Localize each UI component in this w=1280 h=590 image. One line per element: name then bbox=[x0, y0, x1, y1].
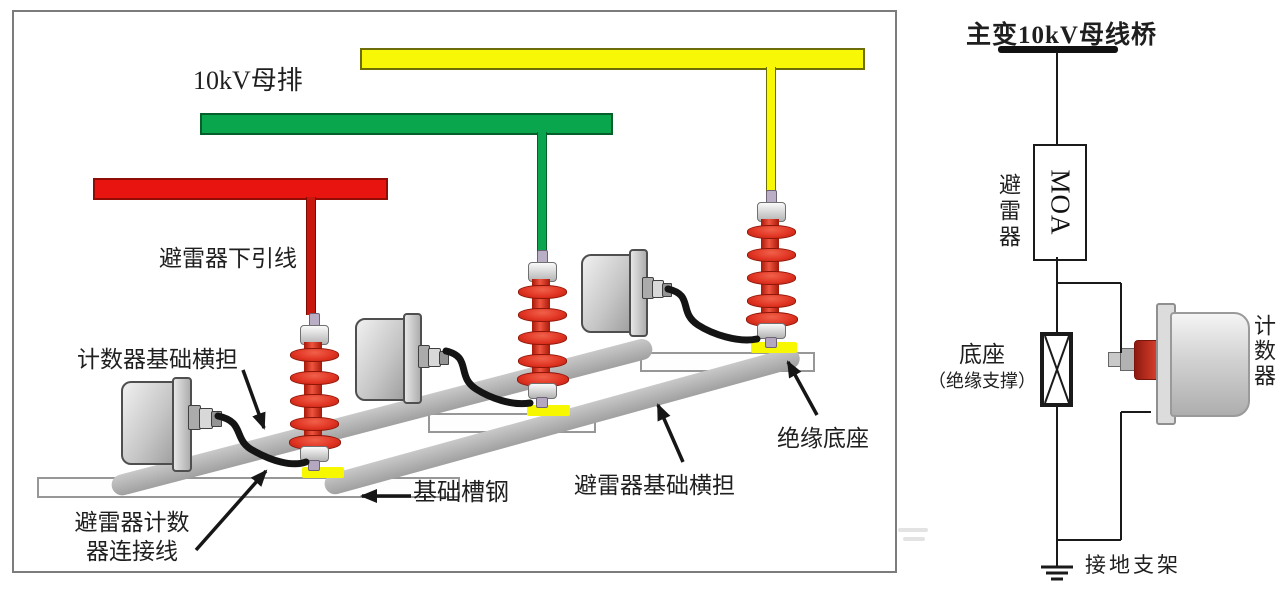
counter-drum bbox=[121, 381, 181, 465]
busbar-label: 10kV母排 bbox=[193, 66, 303, 95]
counter-cable-tip bbox=[439, 351, 449, 365]
insulating-support-x2 bbox=[1044, 335, 1070, 404]
discharge-counter-1 bbox=[119, 376, 224, 472]
watermark-mark bbox=[898, 528, 928, 532]
schematic-counter-device bbox=[1106, 300, 1256, 425]
moa-label: MOA bbox=[1045, 169, 1076, 236]
base-label-line1: 底座 bbox=[959, 342, 1005, 367]
counter-body bbox=[1170, 312, 1250, 417]
counter-wire-label-line1: 避雷器计数 bbox=[74, 510, 190, 535]
schematic-arrester-label: 避雷器 bbox=[996, 173, 1021, 251]
counter-wire-label-line2: 器连接线 bbox=[86, 539, 178, 564]
base-label-line2: （绝缘支撑） bbox=[928, 371, 1036, 391]
down-lead-green bbox=[537, 132, 547, 252]
counter-wire-label: 避雷器计数 器连接线 bbox=[62, 508, 202, 566]
counter-drum bbox=[355, 318, 411, 401]
busbar-green-phase bbox=[200, 113, 613, 135]
insulating-support-symbol bbox=[1040, 332, 1073, 407]
insulating-base-pad-1 bbox=[302, 467, 344, 478]
channel-steel-label: 基础槽钢 bbox=[413, 480, 509, 506]
insulating-base-label: 绝缘底座 bbox=[777, 426, 869, 451]
discharge-counter-2 bbox=[353, 312, 453, 404]
down-lead-label: 避雷器下引线 bbox=[159, 246, 297, 271]
channel-steel-segment-left bbox=[37, 477, 460, 498]
schematic-title: 主变10kV母线桥 bbox=[966, 22, 1157, 49]
schematic-busbar-bar bbox=[998, 46, 1118, 53]
counter-cable-tip bbox=[662, 283, 672, 297]
busbar-red-phase bbox=[93, 178, 388, 200]
discharge-counter-3 bbox=[579, 249, 674, 337]
down-lead-yellow bbox=[766, 67, 776, 192]
counter-crossarm-label: 计数器基础横担 bbox=[77, 347, 238, 372]
counter-cable-tip bbox=[211, 411, 222, 427]
insulating-support-x1 bbox=[1044, 335, 1070, 404]
schematic-counter-label: 计数器 bbox=[1251, 314, 1276, 389]
schematic-ground-label: 接地支架 bbox=[1085, 553, 1181, 577]
down-lead-red bbox=[306, 197, 316, 315]
surge-arrester-3 bbox=[746, 188, 798, 348]
watermark-mark bbox=[903, 537, 925, 541]
surge-arrester-1 bbox=[289, 311, 341, 471]
schematic-base-label: 底座 （绝缘支撑） bbox=[928, 342, 1036, 394]
surge-arrester-2 bbox=[517, 248, 569, 408]
insulating-base-pad-2 bbox=[527, 405, 570, 416]
counter-red-connector bbox=[1134, 340, 1160, 380]
busbar-yellow-phase bbox=[360, 48, 865, 70]
arrester-crossarm-label: 避雷器基础横担 bbox=[574, 473, 735, 498]
moa-symbol-box: MOA bbox=[1033, 144, 1087, 261]
